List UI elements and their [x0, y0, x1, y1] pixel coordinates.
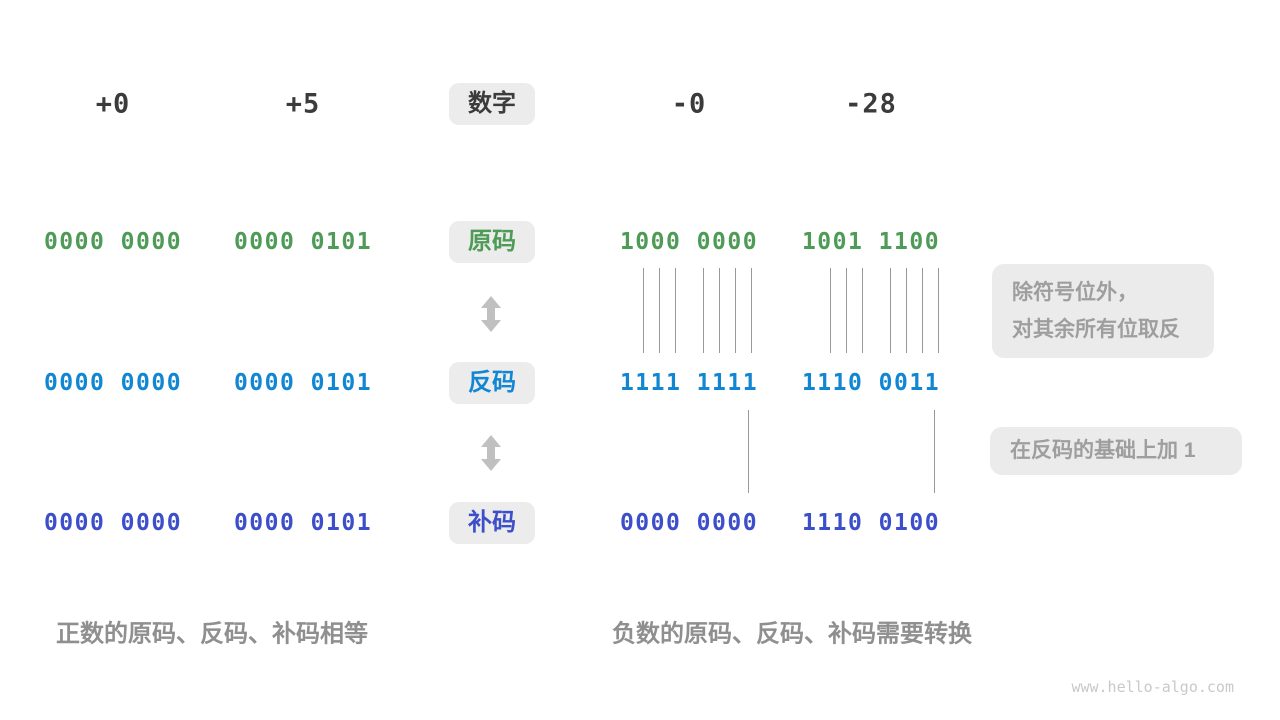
binary-value: 0000 0101 — [233, 229, 373, 255]
binary-value: 0000 0101 — [233, 510, 373, 536]
bit-mapping-line — [748, 410, 749, 493]
binary-value: 0000 0000 — [43, 229, 183, 255]
badge-number: 数字 — [449, 83, 535, 125]
badge-sign-magnitude: 原码 — [449, 221, 535, 263]
watermark: www.hello-algo.com — [1071, 678, 1234, 696]
bit-mapping-lines — [643, 268, 752, 353]
caption-negative: 负数的原码、反码、补码需要转换 — [612, 620, 972, 648]
binary-value: 1001 1100 — [801, 229, 941, 255]
header-value-plus5: +5 — [285, 88, 321, 120]
binary-value: 0000 0000 — [43, 370, 183, 396]
binary-value: 0000 0000 — [619, 510, 759, 536]
bit-mapping-line — [934, 410, 935, 493]
caption-positive: 正数的原码、反码、补码相等 — [56, 620, 368, 648]
note-add-one: 在反码的基础上加 1 — [990, 427, 1242, 475]
badge-twos-complement: 补码 — [449, 502, 535, 544]
header-value-minus0: -0 — [671, 88, 707, 120]
binary-value: 1000 0000 — [619, 229, 759, 255]
updown-arrow-icon — [480, 435, 502, 471]
binary-value: 0000 0101 — [233, 370, 373, 396]
header-value-minus28: -28 — [845, 88, 897, 120]
binary-value: 1110 0100 — [801, 510, 941, 536]
header-value-plus0: +0 — [95, 88, 131, 120]
badge-ones-complement: 反码 — [449, 362, 535, 404]
binary-value: 0000 0000 — [43, 510, 183, 536]
binary-value: 1111 1111 — [619, 370, 759, 396]
bit-mapping-lines — [830, 268, 939, 353]
note-line: 除符号位外， — [1012, 281, 1138, 304]
binary-value: 1110 0011 — [801, 370, 941, 396]
note-line: 对其余所有位取反 — [1012, 318, 1180, 341]
updown-arrow-icon — [480, 296, 502, 332]
note-invert-bits: 除符号位外， 对其余所有位取反 — [992, 264, 1214, 358]
